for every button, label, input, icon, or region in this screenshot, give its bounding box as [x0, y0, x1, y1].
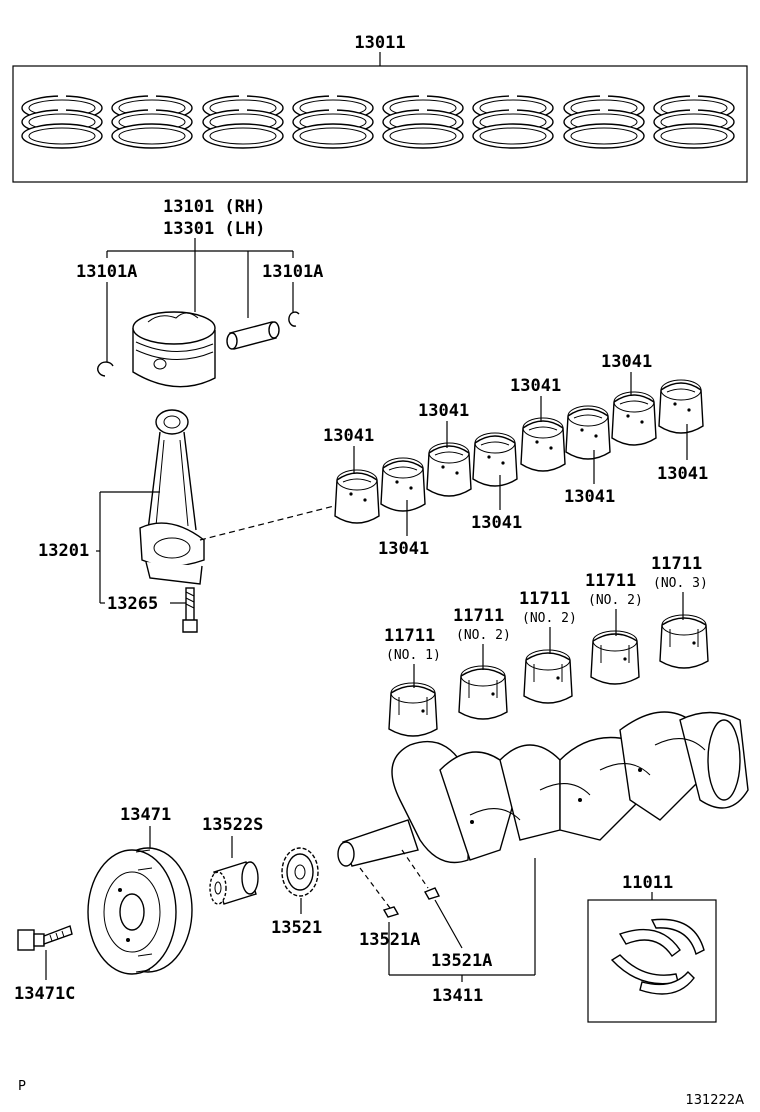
pulley-bolt-icon	[17, 925, 73, 951]
thrust-washer-label: 11011	[622, 873, 673, 893]
ring-set-label: 13011	[354, 33, 405, 53]
main-bearing-no2a-label: (NO. 2)	[456, 628, 511, 643]
crank-gear-label: 13521	[271, 918, 322, 938]
connecting-rod-label: 13201	[38, 541, 89, 561]
rod-bolt-label: 13265	[107, 594, 158, 614]
crankshaft-icon	[337, 711, 749, 867]
pulley-icon	[87, 847, 193, 975]
rod-bearing-label-1: 13041	[323, 426, 374, 446]
key-icon	[382, 887, 440, 918]
rod-bearing-label-6: 13041	[564, 487, 615, 507]
snap-ring-right-label: 13101A	[262, 262, 323, 282]
key-label-1: 13521A	[359, 930, 420, 950]
piston-ring-icon	[20, 94, 736, 150]
rod-bearing-label-2: 13041	[378, 539, 429, 559]
key-label-2: 13521A	[431, 951, 492, 971]
piston-icon	[132, 311, 216, 388]
ring-set-box	[12, 65, 748, 183]
rod-bolt-icon	[182, 587, 198, 633]
thrust-washer-box	[587, 899, 717, 1023]
main-bearing-no1-label: (NO. 1)	[386, 648, 441, 663]
rod-bearing-label-5: 13041	[510, 376, 561, 396]
diagram-id: 131222A	[685, 1093, 744, 1108]
piston-pin-icon	[226, 321, 280, 350]
piston-lh-label: 13301 (LH)	[163, 219, 265, 239]
footer-left-mark: P	[18, 1079, 26, 1094]
main-bearing-no2b-label: (NO. 2)	[522, 611, 577, 626]
thrust-washer-icon	[610, 918, 705, 995]
timing-gear-icon	[209, 861, 259, 905]
crankshaft-label: 13411	[432, 986, 483, 1006]
piston-rh-label: 13101 (RH)	[163, 197, 265, 217]
snap-ring-icon	[97, 311, 300, 377]
main-bearing-label-2: 11711	[453, 606, 504, 626]
rod-bearing-label-7: 13041	[601, 352, 652, 372]
crank-gear-icon	[281, 847, 319, 897]
main-bearing-no3-label: (NO. 3)	[653, 576, 708, 591]
snap-ring-left-label: 13101A	[76, 262, 137, 282]
timing-gear-label: 13522S	[202, 815, 263, 835]
rod-bearing-icon	[334, 379, 704, 524]
pulley-bolt-label: 13471C	[14, 984, 75, 1004]
rod-bearing-label-8: 13041	[657, 464, 708, 484]
main-bearing-label-3: 11711	[519, 589, 570, 609]
main-bearing-no2c-label: (NO. 2)	[588, 593, 643, 608]
main-bearing-label-4: 11711	[585, 571, 636, 591]
main-bearing-label-1: 11711	[384, 626, 435, 646]
connecting-rod-icon	[139, 409, 205, 585]
pulley-label: 13471	[120, 805, 171, 825]
rod-bearing-label-3: 13041	[418, 401, 469, 421]
rod-bearing-label-4: 13041	[471, 513, 522, 533]
main-bearing-label-5: 11711	[651, 554, 702, 574]
